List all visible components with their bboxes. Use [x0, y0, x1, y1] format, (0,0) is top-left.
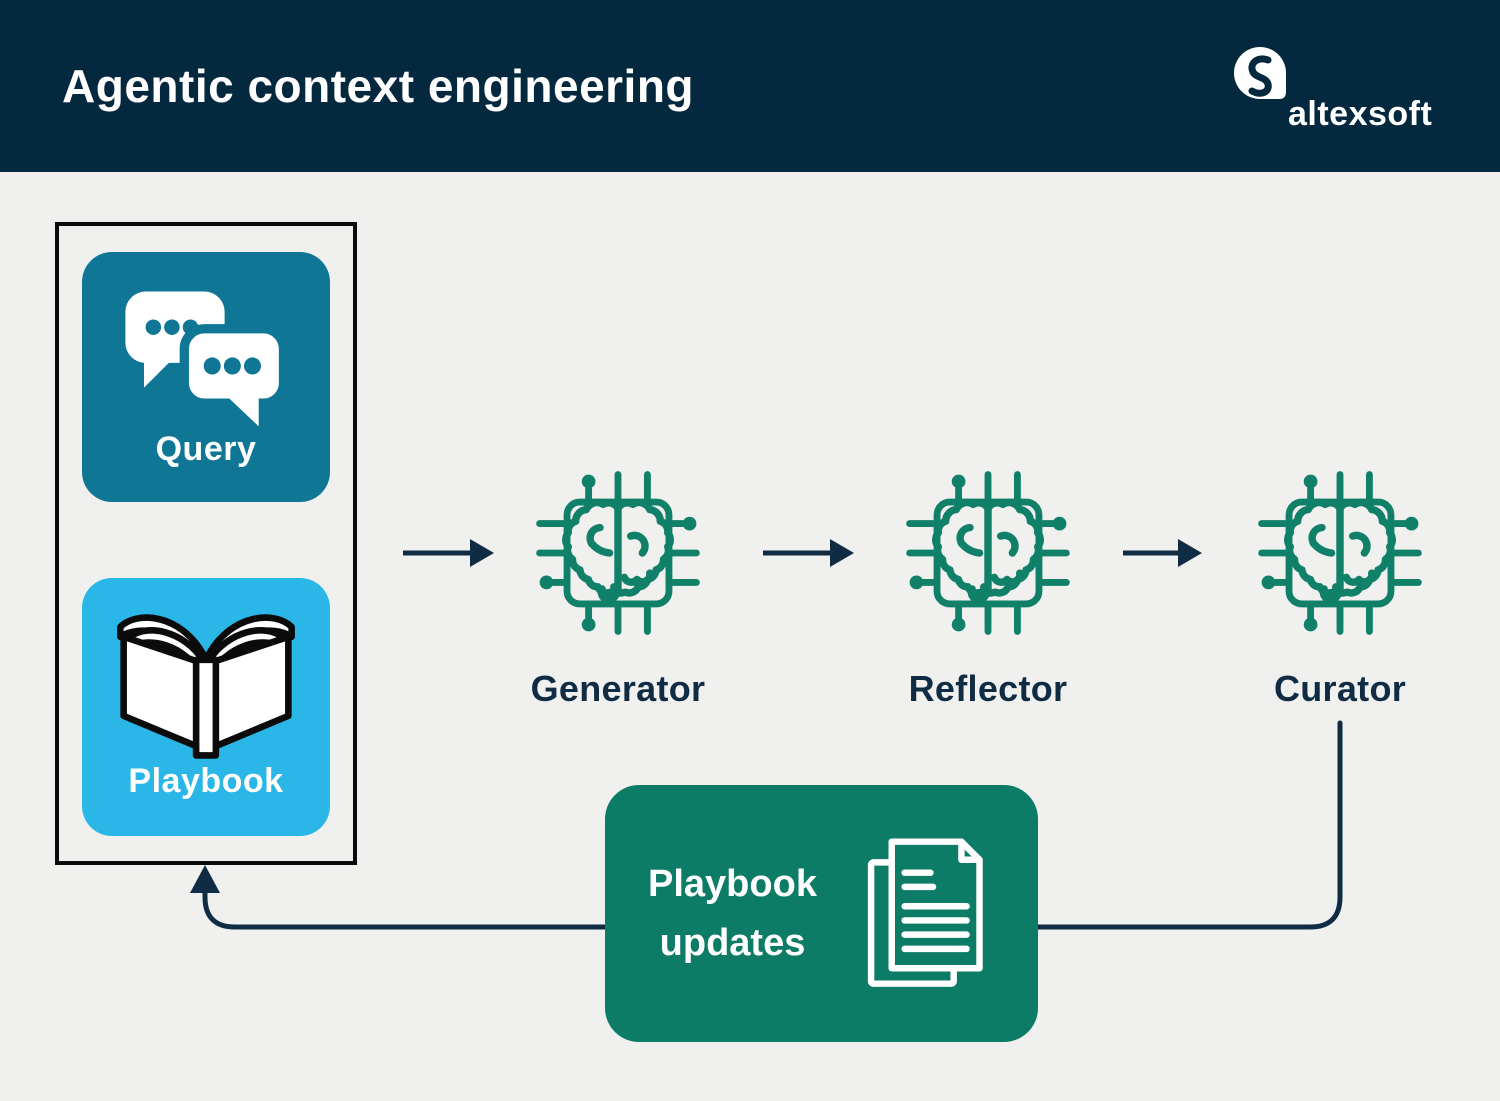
playbook-updates-line2: updates — [659, 921, 806, 964]
header-bar: Agentic context engineering altexsoft — [0, 0, 1500, 172]
playbook-updates-box: Playbook updates — [605, 785, 1038, 1042]
brain-chip-icon — [1242, 455, 1438, 651]
arrowhead-3 — [1178, 539, 1202, 567]
curator-label: Curator — [1273, 668, 1407, 709]
playbook-updates-label: Playbook updates — [648, 855, 817, 973]
playbook-updates-line1: Playbook — [648, 862, 817, 905]
chat-bubbles-icon — [125, 291, 289, 427]
arrowhead-1 — [470, 539, 494, 567]
playbook-card: Playbook — [82, 578, 330, 836]
playbook-label: Playbook — [128, 762, 284, 800]
documents-icon — [867, 837, 983, 987]
brand-logo: altexsoft — [1232, 45, 1442, 140]
brain-chip-icon — [520, 455, 716, 651]
altexsoft-logo-icon — [1234, 47, 1286, 99]
page-title: Agentic context engineering — [62, 60, 695, 112]
brain-chip-icon — [890, 455, 1086, 651]
arrowhead-feedback-up — [190, 865, 220, 893]
input-group-box: Query Playbook — [55, 222, 357, 865]
open-book-icon — [117, 614, 295, 759]
reflector-label: Reflector — [908, 668, 1068, 709]
generator-label: Generator — [530, 668, 706, 709]
arrowhead-2 — [830, 539, 854, 567]
query-card: Query — [82, 252, 330, 502]
query-label: Query — [155, 430, 257, 468]
brand-name: altexsoft — [1288, 95, 1433, 133]
